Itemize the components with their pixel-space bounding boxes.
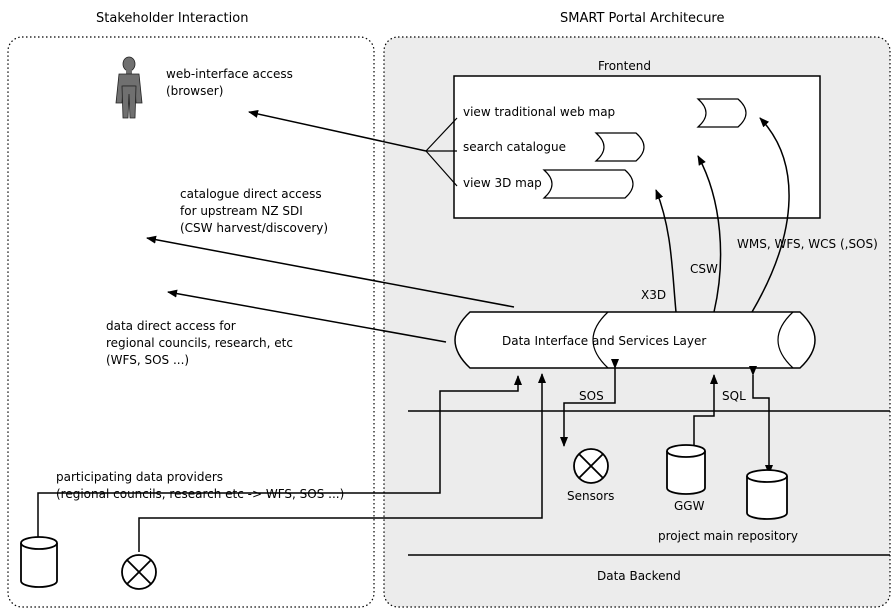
- catalogue-access-label-1: catalogue direct access: [180, 187, 322, 201]
- sos-arrow: [560, 359, 619, 447]
- portal-title: SMART Portal Architecure: [560, 11, 725, 26]
- frontend-item-3d-map: view 3D map: [463, 176, 542, 190]
- sql-arrow: [749, 366, 773, 475]
- sql-label: SQL: [722, 389, 746, 403]
- csw-label: CSW: [690, 262, 718, 276]
- data-access-label-1: data direct access for: [106, 319, 236, 333]
- 3d-map-shape: [542, 169, 634, 199]
- provider-database-icon: [20, 536, 58, 588]
- providers-label-2: (regional councils, research etc -> WFS,…: [56, 487, 345, 501]
- wms-label: WMS, WFS, WCS (,SOS): [737, 237, 878, 251]
- stakeholder-title: Stakeholder Interaction: [96, 11, 249, 26]
- provider-cylinder-arrow: [37, 375, 522, 538]
- services-layer-label: Data Interface and Services Layer: [502, 334, 707, 348]
- web-access-label-1: web-interface access: [166, 67, 293, 81]
- frontend-item-web-map: view traditional web map: [463, 105, 616, 119]
- provider-sensor-icon: [121, 554, 157, 590]
- services-divider-2: [777, 311, 794, 369]
- sensor-icon: [573, 448, 609, 484]
- catalogue-access-arrow: [146, 235, 515, 308]
- x3d-label: X3D: [641, 288, 667, 302]
- csw-arrow: [697, 155, 722, 313]
- catalogue-access-label-2: for upstream NZ SDI: [180, 204, 303, 218]
- services-layer-shape: [454, 311, 816, 369]
- catalogue-shape: [594, 132, 645, 162]
- providers-label-1: participating data providers: [56, 470, 224, 484]
- repository-label: project main repository: [658, 529, 798, 543]
- web-map-shape: [696, 98, 747, 128]
- provider-sensor-arrow: [138, 373, 546, 552]
- frontend-fan-3: [425, 150, 458, 187]
- stakeholder-panel: [7, 36, 375, 608]
- ggw-database-icon: [666, 444, 706, 495]
- sensors-label: Sensors: [567, 489, 615, 503]
- web-access-arrow: [248, 110, 427, 152]
- catalogue-access-label-3: (CSW harvest/discovery): [180, 221, 329, 235]
- ggw-arrow: [693, 374, 718, 451]
- ggw-label: GGW: [674, 499, 705, 513]
- web-access-label-2: (browser): [166, 84, 224, 98]
- data-backend-title: Data Backend: [597, 569, 681, 583]
- data-access-label-2: regional councils, research, etc: [106, 336, 293, 350]
- wms-arrow: [751, 117, 790, 313]
- data-access-arrow: [167, 289, 447, 343]
- repository-database-icon: [746, 469, 788, 520]
- data-access-label-3: (WFS, SOS ...): [106, 353, 190, 367]
- frontend-item-catalogue: search catalogue: [463, 140, 566, 154]
- frontend-title: Frontend: [598, 59, 651, 73]
- x3d-arrow: [655, 189, 677, 313]
- frontend-fan-1: [425, 117, 458, 152]
- sos-label: SOS: [579, 389, 604, 403]
- user-person-icon: [115, 56, 143, 119]
